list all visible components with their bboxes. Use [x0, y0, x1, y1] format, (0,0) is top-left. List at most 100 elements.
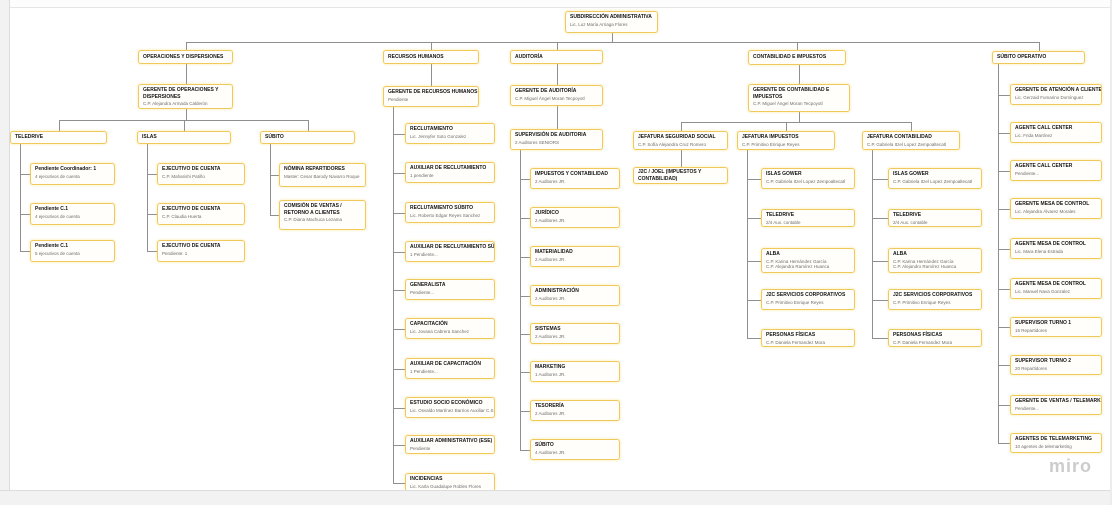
node-title: AGENTE CALL CENTER [1015, 163, 1073, 169]
org-node-j2c-joel-impuestos-y-contabilidad[interactable]: J2C / JOEL (IMPUESTOS Y CONTABILIDAD) [633, 167, 728, 184]
node-title: J2C / JOEL (IMPUESTOS Y CONTABILIDAD) [638, 169, 702, 182]
org-node-subito[interactable]: SÚBITO [260, 131, 355, 144]
node-subtitle: 20 Repartidores [1015, 365, 1048, 371]
org-node-auditoria[interactable]: AUDITORÍA [510, 50, 603, 64]
canvas-edge-top [0, 0, 1112, 8]
node-subtitle: C.P. Gabriela Itzel Lopez Zempoaltecatl [867, 141, 946, 147]
node-subtitle: 2/4 Aux. contable [766, 219, 801, 225]
node-title: Pendiente C.1 [35, 206, 69, 212]
node-title: EJECUTIVO DE CUENTA [162, 166, 221, 172]
node-subtitle: 2 Auditores JR. [535, 178, 566, 184]
node-subtitle: C.P. Alejandra Armada Calderón [143, 101, 208, 106]
node-title: AUXILIAR DE RECLUTAMIENTO [410, 165, 487, 171]
node-title: JURÍDICO [535, 210, 559, 216]
node-subtitle: Pendiente [410, 445, 431, 451]
node-subtitle: Lic. Jovana Cabrera Sanchez [410, 328, 470, 334]
node-title: TELEDRIVE [15, 134, 44, 141]
node-subtitle: 2 Auditores JR. [535, 333, 566, 339]
node-subtitle: C.P. Claudia Huerta [162, 213, 202, 219]
node-subtitle: C.P. Karina Hernández García C.P. Alejan… [766, 258, 830, 270]
node-subtitle: 4 ejecutivos de cuenta [35, 213, 80, 219]
node-subtitle: 2 Auditores JR. [535, 295, 566, 301]
node-subtitle: Pendiente... [410, 289, 435, 295]
node-subtitle: C.P. Daniela Fernandez Mora [766, 339, 825, 345]
org-node-islas[interactable]: ISLAS [137, 131, 231, 144]
node-title: AUDITORÍA [515, 53, 543, 60]
org-node-operaciones-y-dispersiones[interactable]: OPERACIONES Y DISPERSIONES [138, 50, 233, 64]
node-subtitle: 4 ejecutivos de cuenta [35, 173, 80, 179]
org-node-subito-operativo[interactable]: SÚBITO OPERATIVO [992, 51, 1085, 64]
node-title: GERENTE DE OPERACIONES Y DISPERSIONES [143, 87, 219, 100]
org-node-contabilidad-e-impuestos[interactable]: CONTABILIDAD E IMPUESTOS [748, 50, 846, 65]
node-subtitle: 2 Auditores SENIORS [515, 139, 560, 145]
node-title: Pendiente Coordinador: 1 [35, 166, 97, 172]
node-subtitle: Lic. Osvaldo Martínez Barrios Auxiliar C… [410, 407, 495, 413]
org-node-gerente-de-ventas-telemarketing[interactable]: GERENTE DE VENTAS / TELEMARKETINGPendien… [1010, 395, 1102, 415]
node-title: GERENTE MESA DE CONTROL [1015, 201, 1090, 207]
node-title: GERENTE DE ATENCIÓN A CLIENTES [1015, 87, 1102, 93]
miro-watermark[interactable]: miro [1048, 456, 1092, 476]
node-title: TELEDRIVE [766, 212, 795, 218]
node-subtitle: 15 Repartidores [1015, 327, 1048, 333]
org-node-auxiliar-de-reclutamiento-subito[interactable]: AUXILIAR DE RECLUTAMIENTO SÚBITO1 Pendie… [405, 241, 495, 262]
org-node-recursos-humanos[interactable]: RECURSOS HUMANOS [383, 50, 479, 64]
node-subtitle: C.P. Miguel Ángel Moran Tecpoyotl [515, 95, 585, 101]
org-node-auxiliar-administrativo-ese[interactable]: AUXILIAR ADMINISTRATIVO (ESE)Pendiente [405, 435, 495, 454]
org-node-teledrive[interactable]: TELEDRIVE [10, 131, 107, 144]
node-subtitle: 2 Auditores JR. [535, 410, 566, 416]
